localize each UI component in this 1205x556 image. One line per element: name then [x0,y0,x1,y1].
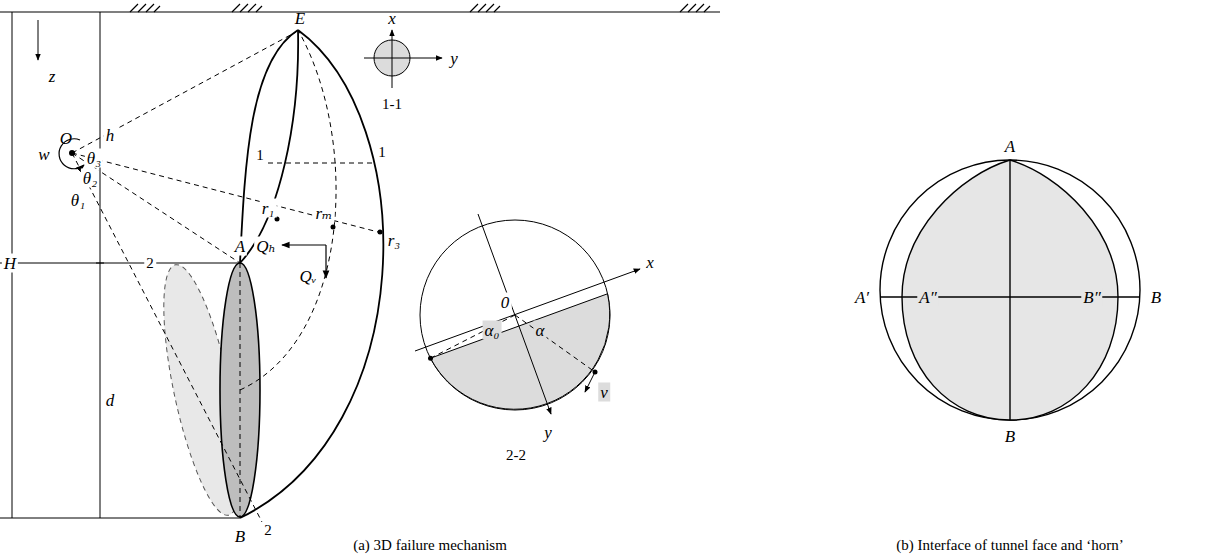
angle-label: α [534,321,547,340]
figure-caption: (a) 3D failure mechanism [351,537,509,554]
point-label: A [233,237,247,256]
axis-label: x [386,9,398,28]
section-mark: 1 [254,147,266,164]
velocity-label: v [598,383,610,402]
point-label: B [233,527,247,546]
axis-label: y [542,423,554,442]
angle-label: α₀ [483,321,502,340]
point-label: A′ [853,288,871,307]
failure-surface [240,30,383,518]
dimension-label: d [104,391,117,410]
point-label: 0 [499,293,512,312]
point-label: B [1003,427,1017,446]
point-label: B [1149,288,1163,307]
radius-label: rₘ [313,204,334,223]
force-label: Qₕ [254,237,278,256]
point-label: A″ [917,288,938,307]
ground-surface [0,4,720,12]
section-mark: 1 [376,144,388,161]
rotation-label: w [36,145,51,164]
section-2-2 [415,214,640,414]
point-label: E [293,9,307,28]
section-label: 1-1 [380,96,404,113]
point-label: A [1003,137,1017,156]
dimension-label: h [104,126,117,145]
dimension-label: H [2,254,18,273]
angle-label: θ₂ [81,169,99,188]
section-label: 2-2 [504,447,528,464]
radial-lines [72,32,382,522]
face-axis [240,263,241,518]
radius-label: r₃ [386,231,403,250]
figure-caption: (b) Interface of tunnel face and ‘horn’ [894,537,1125,554]
axis-label: z [47,67,58,86]
face-interface [880,160,1140,420]
section-1-1 [364,30,442,88]
point-label: B″ [1081,288,1102,307]
axis-label: y [448,49,460,68]
force-label: Qᵥ [297,267,318,286]
axis-label: x [644,253,656,272]
point-label: O [58,129,74,148]
section-mark: 2 [144,255,156,272]
points [69,150,383,235]
radius-label: r₁ [260,199,277,218]
section-mark: 2 [262,522,274,539]
angle-label: θ₃ [85,149,103,168]
angle-label: θ₁ [69,191,87,210]
middle-surface [240,30,336,390]
